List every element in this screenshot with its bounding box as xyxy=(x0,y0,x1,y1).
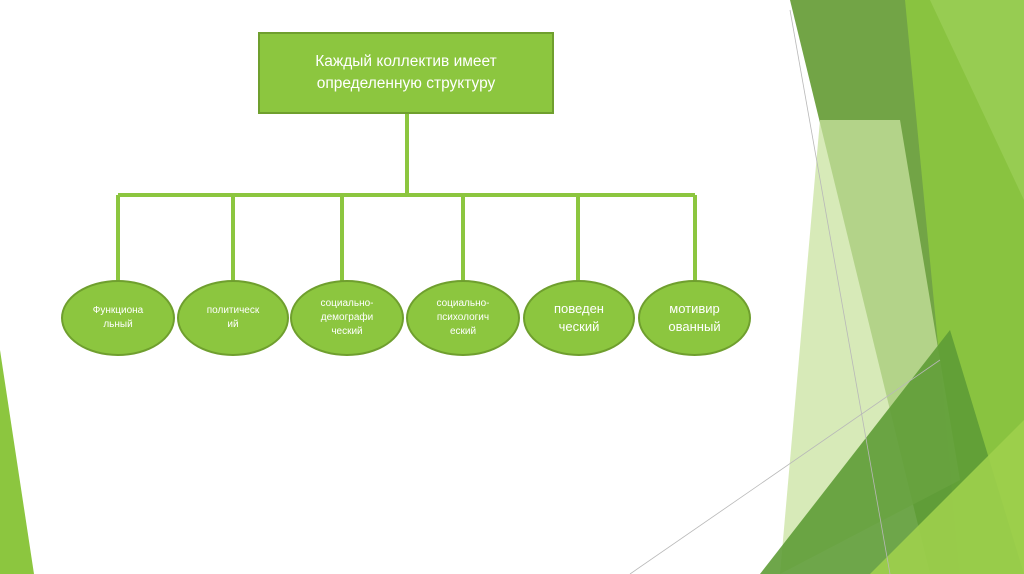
child-node-motivated: мотивир ованный xyxy=(638,280,751,356)
deco-shape-bottom-light xyxy=(870,420,1024,574)
deco-shape-mid-right xyxy=(905,0,1024,574)
root-node-label: Каждый коллектив имеет определенную стру… xyxy=(315,52,497,92)
deco-thin-line-1 xyxy=(789,9,891,574)
child-node-label: социально- психологич еский xyxy=(436,298,490,337)
child-node-functional: Функциона льный xyxy=(61,280,175,356)
child-node-political: политическ ий xyxy=(177,280,289,356)
child-node-label: мотивир ованный xyxy=(668,300,721,334)
deco-shape-left-edge xyxy=(0,350,34,574)
child-node-socio-psychological: социально- психологич еский xyxy=(406,280,520,356)
child-node-label: Функциона льный xyxy=(92,305,144,330)
deco-thin-line-2 xyxy=(629,359,941,574)
child-node-label: социально- демографи ческий xyxy=(320,298,374,337)
child-node-behavioral: поведен ческий xyxy=(523,280,635,356)
root-node: Каждый коллектив имеет определенную стру… xyxy=(258,32,554,114)
child-node-label: политическ ий xyxy=(206,305,260,330)
child-node-socio-demographic: социально- демографи ческий xyxy=(290,280,404,356)
child-node-label: поведен ческий xyxy=(554,300,604,334)
